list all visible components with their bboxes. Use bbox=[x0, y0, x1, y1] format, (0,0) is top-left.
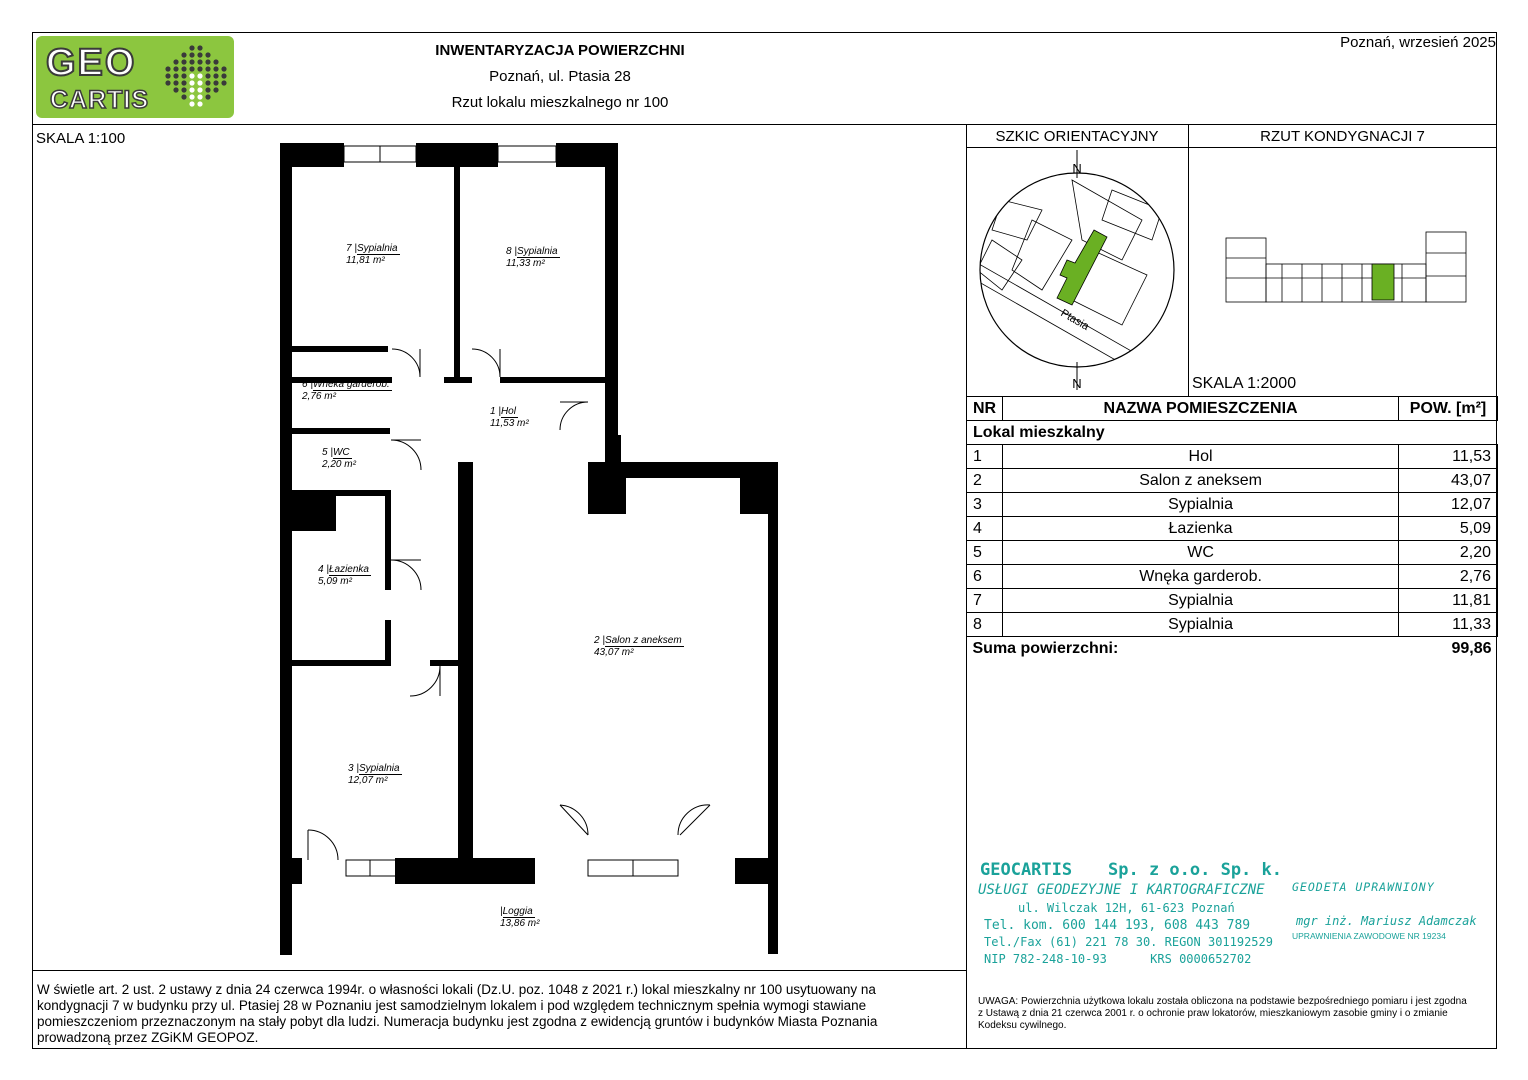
surveyor-title: GEODETA UPRAWNIONY bbox=[1292, 880, 1435, 894]
row-nr: 6 bbox=[965, 564, 1004, 589]
row-nr: 4 bbox=[965, 516, 1004, 541]
col-nr: NR bbox=[965, 396, 1004, 421]
row-name: WC bbox=[1002, 540, 1399, 565]
north-marker: N bbox=[1072, 376, 1081, 391]
property-address: Poznań, ul. Ptasia 28 bbox=[489, 68, 631, 85]
row-name: Wnęka garderob. bbox=[1002, 564, 1399, 589]
legal-statement: W świetle art. 2 ust. 2 ustawy z dnia 24… bbox=[37, 982, 878, 1045]
row-nr: 7 bbox=[965, 588, 1004, 613]
document-subtitle: Rzut lokalu mieszkalnego nr 100 bbox=[451, 94, 669, 111]
table-group-row: Lokal mieszkalny bbox=[966, 420, 1498, 445]
sum-value: 99,86 bbox=[1451, 639, 1492, 657]
row-area: 2,20 bbox=[1398, 540, 1498, 565]
stamp-nip: NIP 782-248-10-93 KRS 0000652702 bbox=[984, 952, 1252, 966]
stamp-fax: Tel./Fax (61) 221 78 30. REGON 301192529 bbox=[984, 935, 1273, 949]
stamp-street: ul. Wilczak 12H, 61-623 Poznań bbox=[1018, 901, 1235, 915]
logo-geo-text: GEO bbox=[45, 41, 137, 85]
stamp-phone: Tel. kom. 600 144 193, 608 443 789 bbox=[984, 918, 1251, 933]
panel-heading-divider bbox=[966, 147, 1497, 148]
row-name: Sypialnia bbox=[1002, 612, 1399, 637]
row-name: Sypialnia bbox=[1002, 588, 1399, 613]
place-date: Poznań, wrzesień 2025 bbox=[1340, 34, 1496, 51]
sketch-divider bbox=[1188, 124, 1189, 396]
room-area-table: NR NAZWA POMIESZCZENIA POW. [m²] Lokal m… bbox=[965, 396, 1498, 661]
uwaga-note: UWAGA: Powierzchnia użytkowa lokalu zost… bbox=[978, 996, 1467, 1031]
sum-label: Suma powierzchni: bbox=[972, 639, 1119, 657]
orientation-sketch: N N Ptasia bbox=[979, 150, 1175, 391]
apartment-floor-plan bbox=[280, 143, 778, 955]
row-area: 43,07 bbox=[1398, 468, 1498, 493]
table-header: NR NAZWA POMIESZCZENIA POW. [m²] bbox=[965, 396, 1498, 421]
row-area: 11,81 bbox=[1398, 588, 1498, 613]
table-sum-row: Suma powierzchni: 99,86 bbox=[967, 637, 1498, 661]
surveyor-license: UPRAWNIENIA ZAWODOWE NR 19234 bbox=[1292, 931, 1446, 941]
header-divider bbox=[32, 124, 1497, 125]
row-area: 11,33 bbox=[1398, 612, 1498, 637]
floor-overview-map bbox=[1225, 231, 1467, 303]
row-area: 11,53 bbox=[1398, 444, 1498, 469]
geocartis-logo: GEO CARTIS bbox=[36, 36, 234, 118]
plan-scale: SKALA 1:100 bbox=[36, 130, 126, 147]
row-name: Sypialnia bbox=[1002, 492, 1399, 517]
orientation-heading: SZKIC ORIENTACYJNY bbox=[995, 128, 1159, 145]
logo-cartis-text: CARTIS bbox=[49, 85, 150, 115]
document-title: INWENTARYZACJA POWIERZCHNI bbox=[435, 42, 685, 59]
stamp-services: USŁUGI GEODEZYJNE I KARTOGRAFICZNE bbox=[978, 882, 1265, 898]
row-nr: 1 bbox=[965, 444, 1004, 469]
row-name: Hol bbox=[1002, 444, 1399, 469]
north-marker-top: N bbox=[1072, 161, 1081, 176]
col-area: POW. [m²] bbox=[1398, 396, 1498, 421]
row-name: Salon z aneksem bbox=[1002, 468, 1399, 493]
stamp-company-form: Sp. z o.o. Sp. k. bbox=[1108, 860, 1282, 880]
row-area: 2,76 bbox=[1398, 564, 1498, 589]
row-nr: 8 bbox=[965, 612, 1004, 637]
row-nr: 5 bbox=[965, 540, 1004, 565]
row-area: 5,09 bbox=[1398, 516, 1498, 541]
stamp-company: GEOCARTIS bbox=[980, 860, 1073, 880]
surveyor-name: mgr inż. Mariusz Adamczak bbox=[1296, 914, 1477, 928]
floorplan-scale: SKALA 1:2000 bbox=[1192, 375, 1297, 392]
street-label: Ptasia bbox=[1059, 307, 1092, 333]
row-area: 12,07 bbox=[1398, 492, 1498, 517]
group-label: Lokal mieszkalny bbox=[966, 420, 1498, 445]
row-nr: 2 bbox=[965, 468, 1004, 493]
footer-divider bbox=[32, 970, 966, 971]
row-name: Łazienka bbox=[1002, 516, 1399, 541]
floorplan-heading: RZUT KONDYGNACJI 7 bbox=[1260, 128, 1425, 145]
logo-dot-pattern-icon bbox=[165, 45, 227, 107]
col-name: NAZWA POMIESZCZENIA bbox=[1002, 396, 1399, 421]
row-nr: 3 bbox=[965, 492, 1004, 517]
room-label-6: 6 |Wneka garderob.2,76 m² bbox=[302, 379, 392, 402]
